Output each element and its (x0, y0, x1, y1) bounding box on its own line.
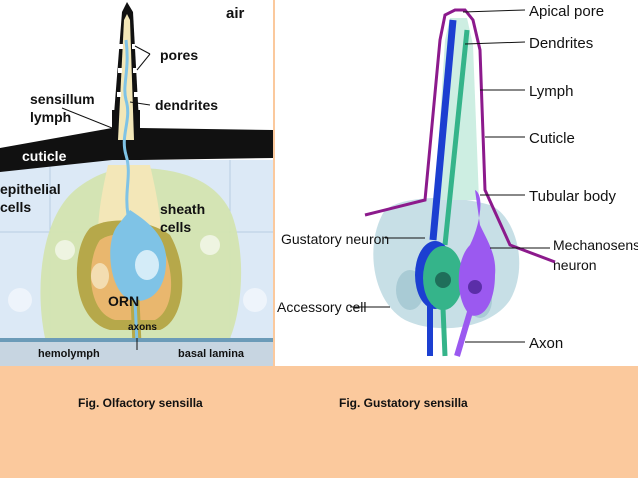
label-air: air (226, 5, 245, 22)
label-hemolymph: hemolymph (38, 348, 100, 360)
label-axons: axons (128, 322, 157, 333)
label-sheath: sheath (160, 201, 205, 217)
label-dendrites: Dendrites (529, 35, 593, 52)
mechanosensory-neuron (458, 190, 496, 316)
gustatory-dendrite (429, 19, 457, 241)
cuticle-layer (0, 110, 273, 172)
label-accessory-cell: Accessory cell (277, 299, 366, 315)
label-gustatory-neuron: Gustatory neuron (281, 231, 389, 247)
cuticle-outline (364, 8, 556, 264)
caption-gustatory: Fig. Gustatory sensilla (339, 396, 468, 410)
label-mechanosensory-neuron: neuron (553, 257, 597, 273)
label-sheath-cells: cells (160, 219, 191, 235)
dendrite-line (122, 39, 130, 216)
gustatory-sensilla-diagram: Apical pore Dendrites Lymph Cuticle Tubu… (275, 0, 638, 366)
label-cuticle: cuticle (22, 148, 67, 164)
label-cuticle: Cuticle (529, 130, 575, 147)
label-apical-pore: Apical pore (529, 3, 604, 20)
caption-olfactory: Fig. Olfactory sensilla (78, 396, 203, 410)
label-lymph: lymph (30, 109, 71, 125)
olfactory-sensilla-diagram: air pores sensillum lymph dendrites cuti… (0, 0, 273, 366)
label-lymph: Lymph (529, 83, 573, 100)
label-epithelial-cells: cells (0, 199, 31, 215)
label-tubular-body: Tubular body (529, 188, 616, 205)
label-axon: Axon (529, 335, 563, 352)
label-dendrites: dendrites (155, 97, 218, 113)
axon-green (440, 307, 448, 357)
label-mechanosensory: Mechanosenso (553, 237, 638, 253)
label-sensillum: sensillum (30, 91, 95, 107)
label-epithelial: epithelial (0, 181, 61, 197)
label-basal-lamina: basal lamina (178, 348, 245, 360)
axon-purple (454, 311, 473, 357)
label-pores: pores (160, 47, 198, 63)
label-orn: ORN (108, 293, 139, 309)
green-dendrite (442, 29, 470, 246)
